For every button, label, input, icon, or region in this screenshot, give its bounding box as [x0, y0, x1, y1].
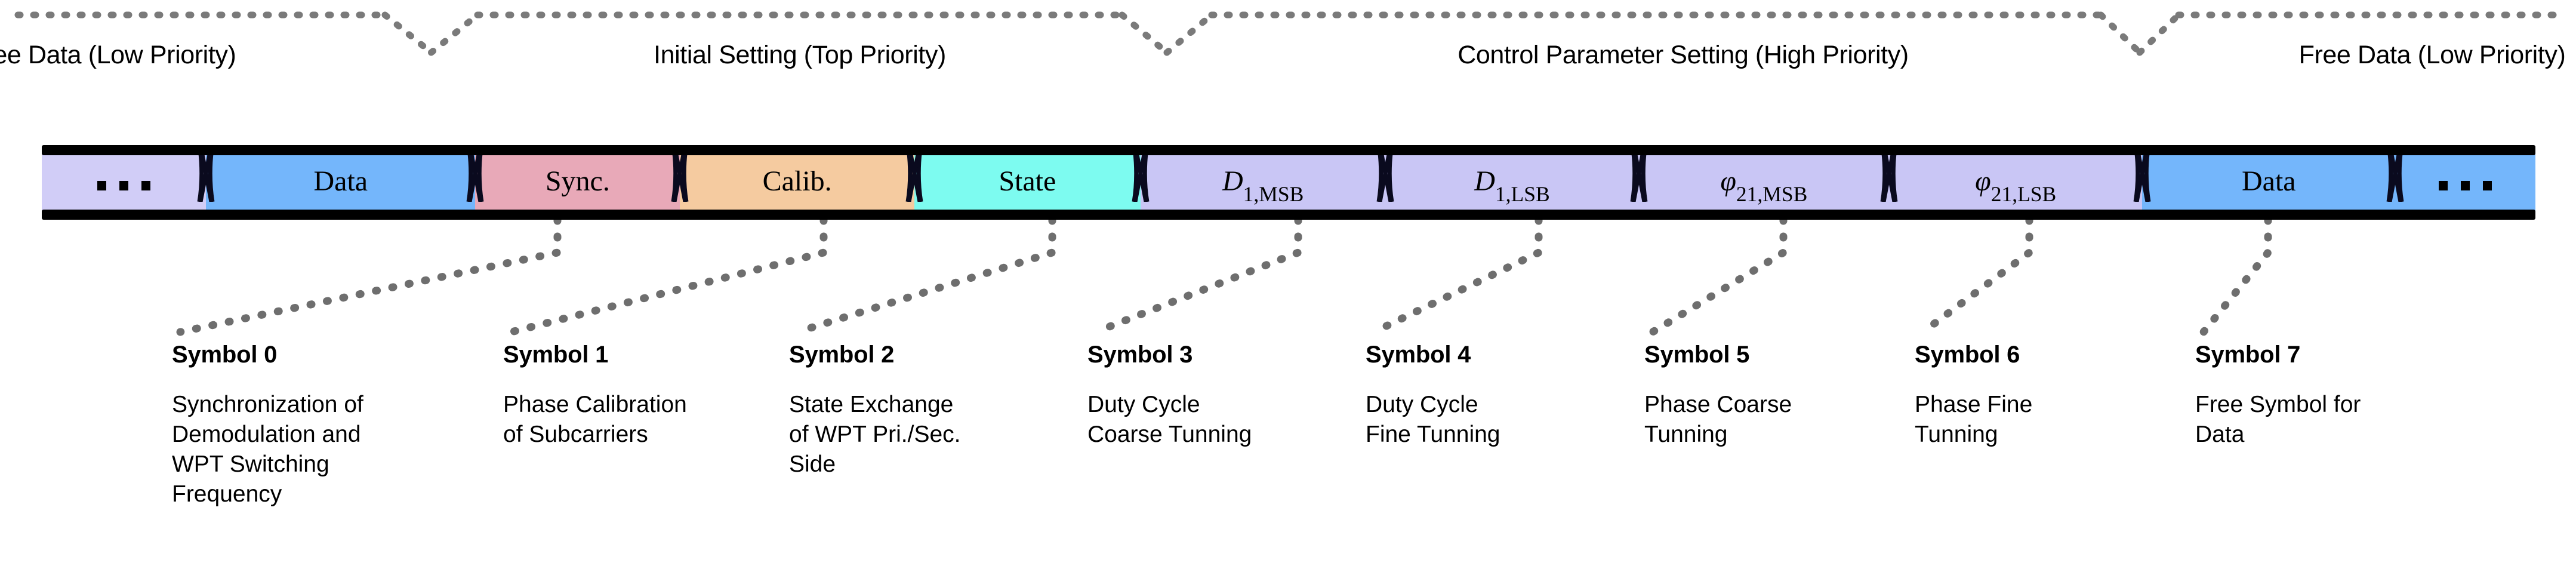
- caption-line: Duty Cycle: [1087, 392, 1200, 417]
- frame-segment-calib: Calib.: [680, 154, 914, 211]
- frame-segment-label: φ21,LSB: [1975, 165, 2057, 206]
- caption-line: Tunning: [1644, 422, 1728, 447]
- frame-segment-label: D1,MSB: [1222, 165, 1304, 206]
- caption-line: of WPT Pri./Sec.: [789, 422, 961, 447]
- frame-bar: Data Sync. Calib. State D1,MSB D1,LSB φ21,MSB φ…: [42, 144, 2535, 220]
- symbol-caption-title: Symbol 7: [2195, 342, 2301, 368]
- frame-segment-label: D1,LSB: [1474, 165, 1550, 206]
- frame-segment-label: Calib.: [762, 165, 832, 197]
- frame-segment-data-left: Data: [206, 154, 476, 211]
- caption-line: Fine Tunning: [1366, 422, 1500, 447]
- symbol-caption-title: Symbol 0: [172, 342, 278, 368]
- caption-line: State Exchange: [789, 392, 954, 417]
- symbol-caption-title: Symbol 2: [789, 342, 895, 368]
- phase-label-control-parameter-setting: Control Parameter Setting (High Priority…: [1458, 41, 1909, 69]
- caption-line: Phase Fine: [1915, 392, 2033, 417]
- frame-segment-label: φ21,MSB: [1720, 165, 1808, 206]
- frame-segment-phi21-msb: φ21,MSB: [1638, 154, 1890, 211]
- symbol-caption-title: Symbol 6: [1915, 342, 2020, 368]
- ellipsis-icon: [97, 167, 151, 196]
- symbol-caption: Symbol 2 State Exchange of WPT Pri./Sec. Si…: [789, 342, 961, 479]
- phase-label-free-data-left: Free Data (Low Priority): [0, 41, 236, 69]
- caption-line: of Subcarriers: [503, 422, 648, 447]
- caption-line: Phase Coarse: [1644, 392, 1792, 417]
- caption-line: Demodulation and: [172, 422, 361, 447]
- frame-segment-ellipsis-left: [42, 154, 207, 211]
- frame-rule-top: [42, 145, 2535, 155]
- symbol-caption-title: Symbol 3: [1087, 342, 1193, 368]
- caption-line: Frequency: [172, 481, 282, 507]
- frame-segment-label: State: [999, 165, 1056, 197]
- caption-line: Side: [789, 451, 836, 477]
- frame-segment-ellipsis-right: [2395, 154, 2535, 211]
- caption-line: Phase Calibration: [503, 392, 687, 417]
- phase-bracket-lines: [14, 11, 2570, 56]
- symbol-caption-description: State Exchange of WPT Pri./Sec. Side: [789, 390, 961, 479]
- symbol-caption: Symbol 1 Phase Calibration of Subcarriers: [503, 342, 687, 450]
- frame-segment-label: Data: [2242, 165, 2296, 197]
- frame-segment-data-right: Data: [2142, 154, 2396, 211]
- frame-segment-label: Sync.: [545, 165, 610, 197]
- symbol-caption-title: Symbol 1: [503, 342, 609, 368]
- ellipsis-icon: [2439, 167, 2492, 196]
- caption-line: Tunning: [1915, 422, 1998, 447]
- phase-label-free-data-right: Free Data (Low Priority): [2298, 41, 2566, 69]
- caption-line: WPT Switching: [172, 451, 329, 477]
- frame-segment-strip: Data Sync. Calib. State D1,MSB D1,LSB φ21,MSB φ…: [42, 154, 2535, 211]
- frame-segment-sync: Sync.: [475, 154, 680, 211]
- symbol-caption-title: Symbol 5: [1644, 342, 1750, 368]
- caption-line: Data: [2195, 422, 2245, 447]
- phase-label-initial-setting: Initial Setting (Top Priority): [654, 41, 946, 69]
- symbol-caption-description: Phase Calibration of Subcarriers: [503, 390, 687, 450]
- frame-segment-state: State: [914, 154, 1141, 211]
- caption-line: Free Symbol for: [2195, 392, 2361, 417]
- caption-line: Synchronization of: [172, 392, 363, 417]
- frame-segment-d1-msb: D1,MSB: [1140, 154, 1386, 211]
- frame-segment-label: Data: [313, 165, 368, 197]
- frame-segment-phi21-lsb: φ21,LSB: [1889, 154, 2143, 211]
- phase-bracket-layer: Free Data (Low Priority) Initial Setting…: [0, 0, 2576, 113]
- frame-segment-d1-lsb: D1,LSB: [1385, 154, 1639, 211]
- caption-line: Coarse Tunning: [1087, 422, 1252, 447]
- symbol-caption: Symbol 0 Synchronization of Demodulation a…: [172, 342, 363, 509]
- caption-line: Duty Cycle: [1366, 392, 1478, 417]
- frame-rule-bottom: [42, 210, 2535, 220]
- symbol-caption-title: Symbol 4: [1366, 342, 1471, 368]
